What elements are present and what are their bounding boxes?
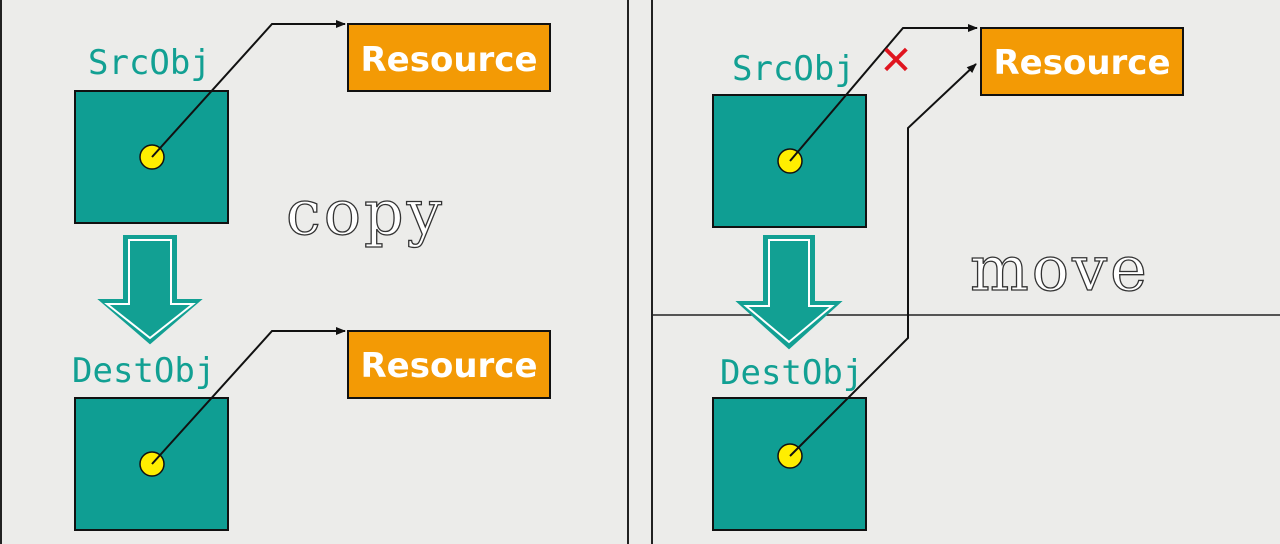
move-dest-label: DestObj — [720, 353, 863, 393]
copy-down-arrow-icon — [97, 235, 203, 345]
move-caption: move — [970, 232, 1150, 305]
copy-src-pointer-line — [151, 20, 346, 158]
copy-panel: SrcObj Resource copy DestObj Resource — [72, 20, 551, 531]
copy-dest-pointer-line — [151, 327, 346, 465]
copy-src-resource-box — [347, 23, 551, 92]
copy-caption: copy — [286, 176, 445, 249]
move-src-old-pointer-line — [789, 24, 978, 162]
move-panel: SrcObj ✕ Resource move DestObj — [712, 24, 1184, 531]
copy-src-resource-label: Resource — [360, 40, 537, 80]
copy-dest-resource-label: Resource — [360, 346, 537, 386]
copy-src-label: SrcObj — [88, 43, 211, 83]
move-dest-pointer-line — [789, 63, 977, 457]
copy-dest-resource-box — [347, 330, 551, 399]
move-down-arrow-outline — [743, 239, 835, 344]
move-src-label: SrcObj — [732, 49, 855, 89]
move-cross-icon: ✕ — [879, 38, 913, 84]
copy-dest-label: DestObj — [72, 351, 215, 391]
copy-down-arrow-outline — [104, 239, 196, 340]
move-src-object — [712, 94, 867, 228]
move-resource-label: Resource — [993, 43, 1170, 83]
move-resource-box — [980, 27, 1184, 96]
move-down-arrow-icon — [735, 235, 843, 350]
